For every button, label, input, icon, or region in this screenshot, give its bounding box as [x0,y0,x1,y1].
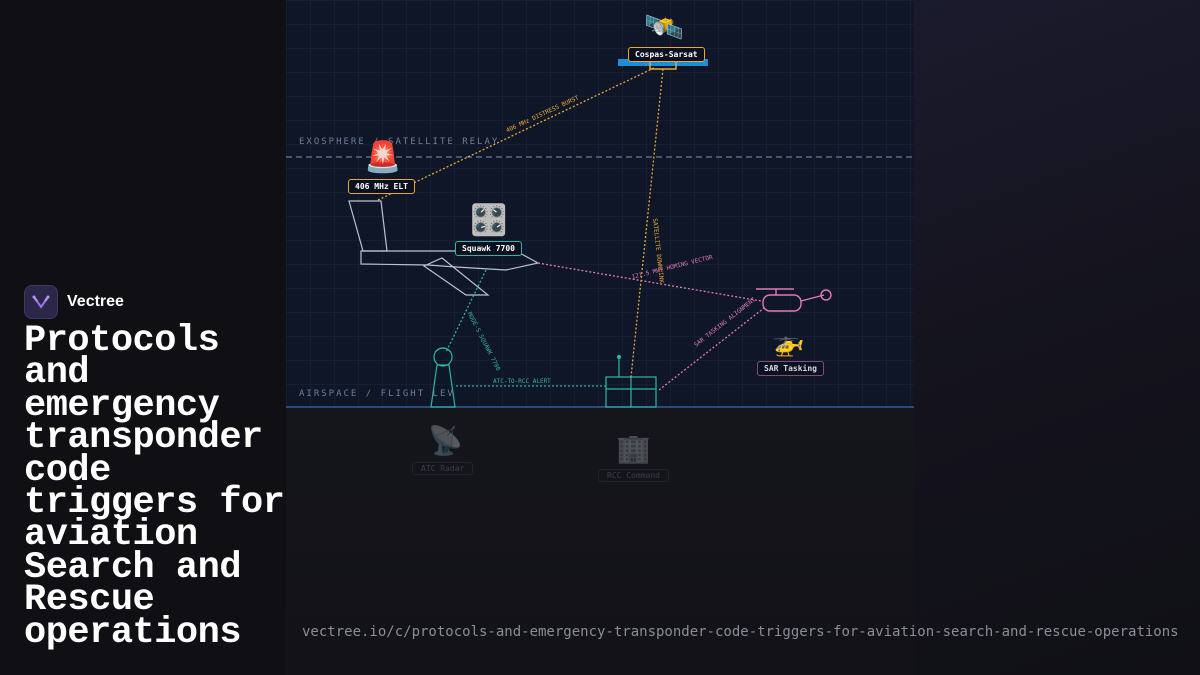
helicopter-outline [756,288,832,312]
zone-label-exosphere: EXOSPHERE / SATELLITE RELAY [299,137,500,147]
satellite-node-label[interactable]: Cospas-Sarsat [628,47,705,62]
brand[interactable]: Vectree [24,285,124,319]
rcc-ghost-label: RCC Command [598,469,669,482]
satellite-solar-left [618,59,678,66]
rcc-building [605,354,657,408]
radar-ghost-label: ATC Radar [412,462,474,475]
link-rcc-to-helicopter [658,307,765,391]
ground-background [286,408,914,675]
satellite-solar-right [678,59,708,66]
control-knobs-icon: 🎛️ [470,203,508,238]
siren-icon: 🚨 [364,140,402,175]
radar-dish-icon: 📡 [428,424,463,457]
link-elt-to-satellite [377,67,655,201]
link-transponder-to-radar [445,269,487,353]
elt-node-label[interactable]: 406 MHz ELT [348,179,415,194]
vectree-logo-icon [24,285,58,319]
transponder-node-label[interactable]: Squawk 7700 [455,241,522,256]
right-panel-background [914,0,1200,675]
brand-name: Vectree [67,293,124,310]
article-url[interactable]: vectree.io/c/protocols-and-emergency-tra… [302,624,1179,640]
satellite-icon: 🛰️ [644,8,684,46]
zone-label-airspace: AIRSPACE / FLIGHT LEV [299,389,455,399]
radar-tower [430,347,456,408]
link-label-atc-alert: ATC-TO-RCC ALERT [493,378,551,385]
helicopter-node-label[interactable]: SAR Tasking [757,361,824,376]
helicopter-icon: 🚁 [772,328,805,358]
left-panel-background [0,0,286,675]
page-title: Protocols and emergency transponder code… [24,320,285,654]
office-building-icon: 🏢 [616,432,651,465]
sar-diagram: EXOSPHERE / SATELLITE RELAY AIRSPACE / F… [286,0,914,408]
link-aircraft-to-helicopter [537,262,762,302]
diagram-canvas [286,55,914,408]
